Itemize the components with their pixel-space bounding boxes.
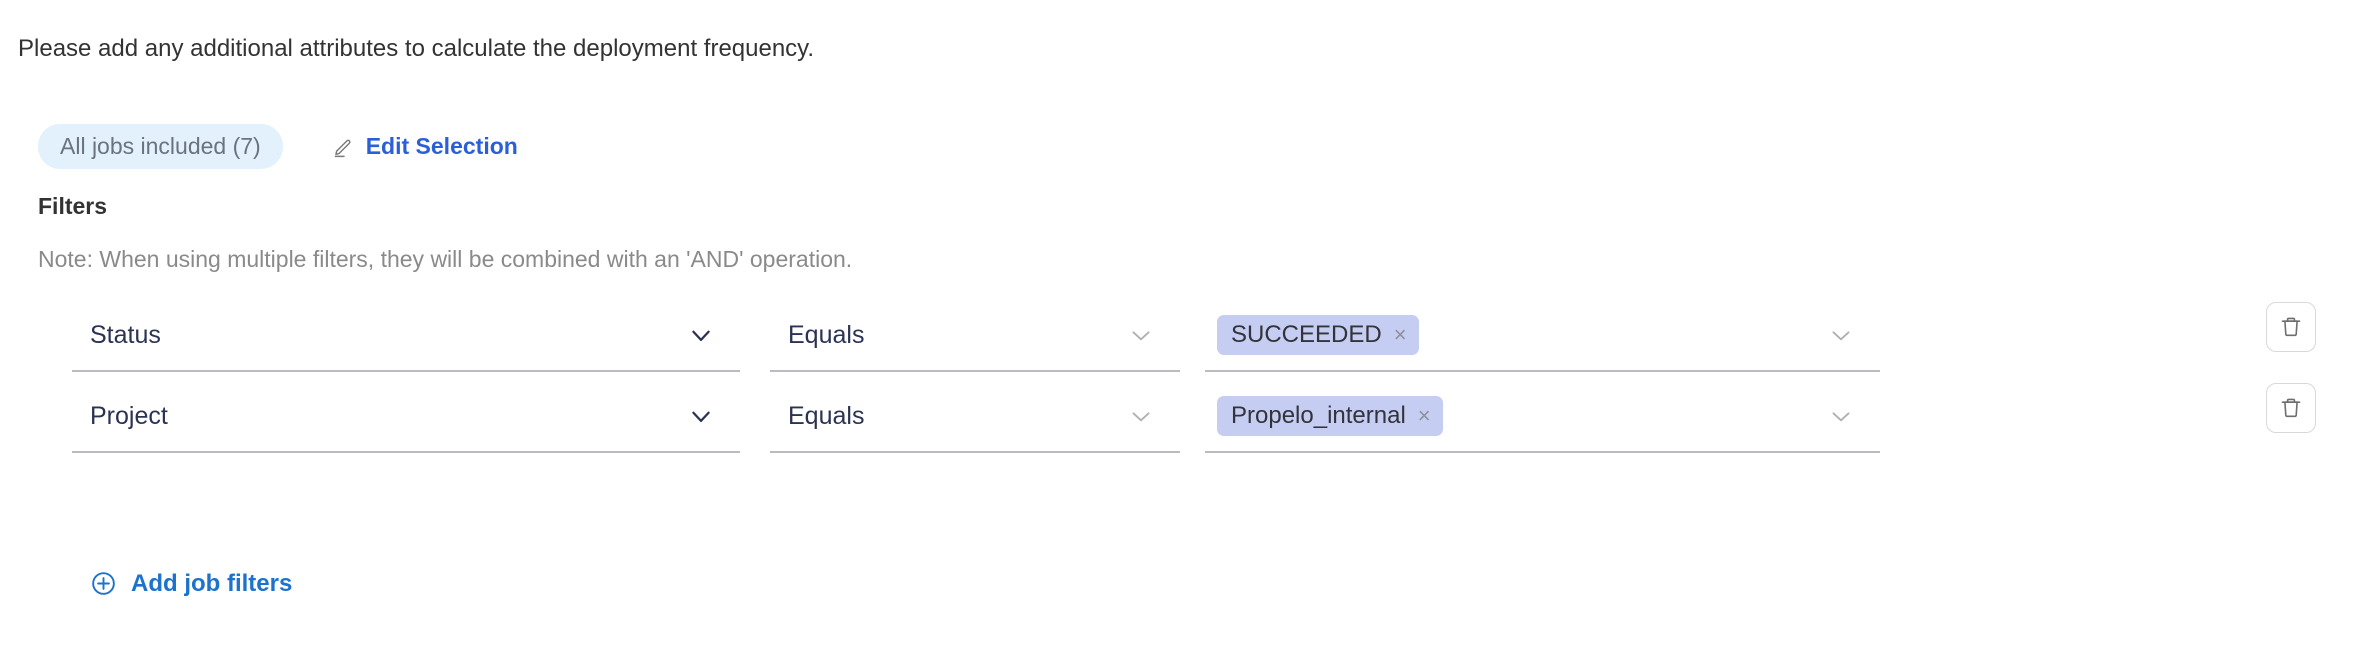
chip-remove-icon[interactable]: × <box>1417 403 1431 428</box>
filter-attribute-value: Project <box>90 402 168 430</box>
filter-operator-value: Equals <box>788 321 865 349</box>
chevron-down-icon <box>1128 403 1154 429</box>
chevron-down-icon <box>1828 403 1854 429</box>
filter-rows: Status Equals SUCCEEDED × <box>0 300 2376 462</box>
edit-selection-button[interactable]: Edit Selection <box>333 135 518 158</box>
delete-filter-button[interactable] <box>2266 302 2316 352</box>
filter-value-chip-label: SUCCEEDED <box>1231 321 1382 348</box>
filter-row: Project Equals Propelo_internal × <box>0 381 2376 462</box>
filter-value-select[interactable]: Propelo_internal × <box>1205 381 1880 453</box>
trash-icon <box>2281 317 2301 337</box>
plus-circle-icon <box>90 570 117 597</box>
filter-value-chip[interactable]: Propelo_internal × <box>1217 396 1443 436</box>
filter-attribute-select[interactable]: Status <box>72 300 740 372</box>
pencil-icon <box>333 136 355 158</box>
filter-operator-select[interactable]: Equals <box>770 300 1180 372</box>
chevron-down-icon <box>1828 322 1854 348</box>
filters-heading: Filters <box>38 193 108 219</box>
filter-attribute-select[interactable]: Project <box>72 381 740 453</box>
selection-row: All jobs included (7) Edit Selection <box>38 124 518 169</box>
filter-attribute-value: Status <box>90 321 161 349</box>
filter-operator-value: Equals <box>788 402 865 430</box>
filters-note: Note: When using multiple filters, they … <box>38 246 853 272</box>
edit-selection-label: Edit Selection <box>365 133 518 159</box>
filter-value-select[interactable]: SUCCEEDED × <box>1205 300 1880 372</box>
add-job-filters-label: Add job filters <box>131 569 293 597</box>
chevron-down-icon <box>688 322 714 348</box>
filter-value-chip-label: Propelo_internal <box>1231 402 1406 429</box>
page-instruction: Please add any additional attributes to … <box>18 35 815 62</box>
filter-value-chip[interactable]: SUCCEEDED × <box>1217 315 1419 355</box>
all-jobs-included-badge: All jobs included (7) <box>38 124 283 169</box>
chevron-down-icon <box>688 403 714 429</box>
filter-row: Status Equals SUCCEEDED × <box>0 300 2376 381</box>
trash-icon <box>2281 398 2301 418</box>
chevron-down-icon <box>1128 322 1154 348</box>
delete-filter-button[interactable] <box>2266 383 2316 433</box>
chip-remove-icon[interactable]: × <box>1393 322 1407 347</box>
add-job-filters-button[interactable]: Add job filters <box>90 570 292 597</box>
filter-operator-select[interactable]: Equals <box>770 381 1180 453</box>
